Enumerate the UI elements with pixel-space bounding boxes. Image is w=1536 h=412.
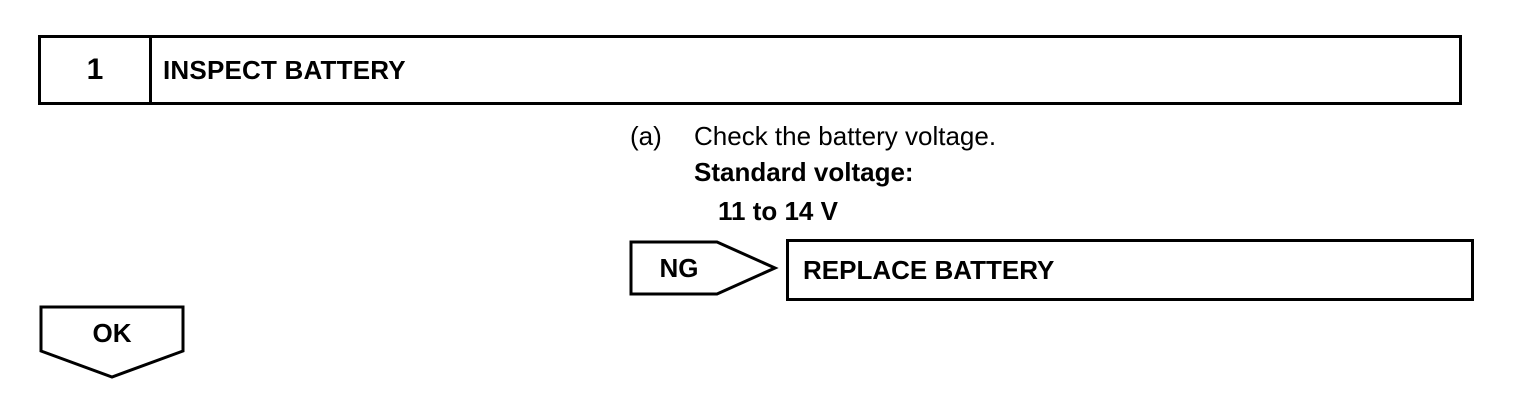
spec-label: Standard voltage: (694, 157, 914, 187)
ng-label: NG (659, 252, 699, 283)
ng-branch-tag: NG (629, 240, 779, 298)
ok-label: OK (92, 317, 132, 348)
ng-action-text: REPLACE BATTERY (803, 254, 1055, 285)
step-title: INSPECT BATTERY (163, 54, 406, 85)
ng-arrow-shape (629, 240, 779, 296)
ng-action-box: REPLACE BATTERY (786, 239, 1474, 301)
ok-branch-tag: OK (39, 305, 187, 380)
instruction-block: (a) Check the battery voltage. (630, 118, 996, 154)
instruction-marker: (a) (630, 121, 662, 151)
ok-arrow-shape (39, 305, 185, 379)
step-header: 1 INSPECT BATTERY (38, 35, 1462, 105)
spec-value: 11 to 14 V (718, 196, 838, 226)
step-number: 1 (41, 38, 152, 102)
instruction-text: Check the battery voltage. (694, 121, 997, 151)
